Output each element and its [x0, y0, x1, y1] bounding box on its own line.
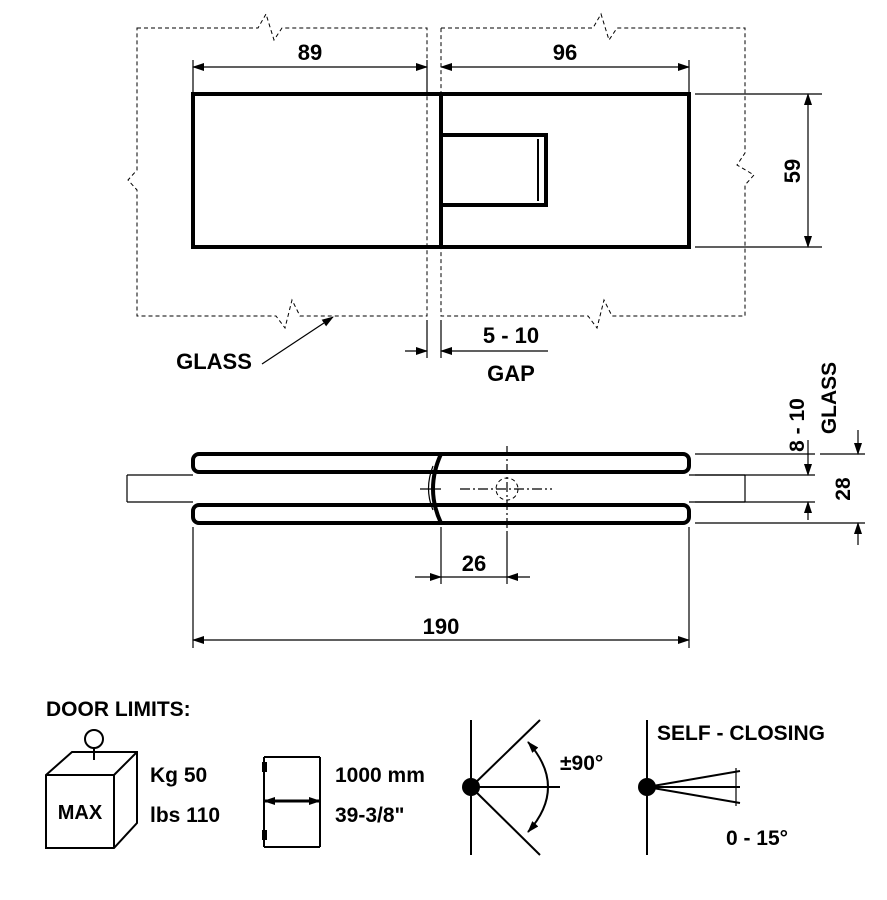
- top-view: 89 96 59 5 - 10 GAP GLASS: [127, 12, 822, 386]
- width-mm: 1000 mm: [335, 764, 425, 787]
- opening-angle-icon: [462, 719, 560, 856]
- pivot-block: [441, 133, 548, 207]
- self-closing-label: SELF - CLOSING: [657, 722, 825, 745]
- door-limits-title: DOOR LIMITS:: [46, 698, 191, 721]
- glass-outline-left: [127, 12, 428, 330]
- weight-box-icon: MAX: [45, 729, 138, 849]
- glass-outline-right: [440, 12, 755, 330]
- width-in: 39-3/8": [335, 804, 405, 827]
- glass-leader: [261, 316, 334, 365]
- glass-thickness-label: GLASS: [818, 362, 841, 434]
- glass-label: GLASS: [176, 349, 252, 374]
- dim-pivot-offset: 26: [462, 551, 486, 576]
- dim-height: 59: [780, 159, 805, 183]
- weight-kg: Kg 50: [150, 764, 207, 787]
- weight-lbs: lbs 110: [150, 804, 220, 827]
- max-label: MAX: [58, 802, 103, 824]
- gap-range: 5 - 10: [483, 323, 539, 348]
- gap-label: GAP: [487, 361, 535, 386]
- self-closing-icon: [638, 720, 741, 855]
- glass-thickness: 8 - 10: [786, 398, 809, 452]
- door-limits: DOOR LIMITS: MAX Kg 50 lbs 110 1000 mm 3…: [45, 698, 825, 856]
- dim-total-length: 190: [423, 614, 460, 639]
- dim-depth: 28: [832, 477, 855, 501]
- door-width-icon: [262, 756, 321, 848]
- dim-width-left: 89: [298, 40, 322, 65]
- opening-angle: ±90°: [560, 752, 603, 775]
- side-view: 8 - 10 GLASS 28 26 190: [126, 362, 865, 648]
- dim-width-right: 96: [553, 40, 577, 65]
- closing-range: 0 - 15°: [726, 827, 788, 850]
